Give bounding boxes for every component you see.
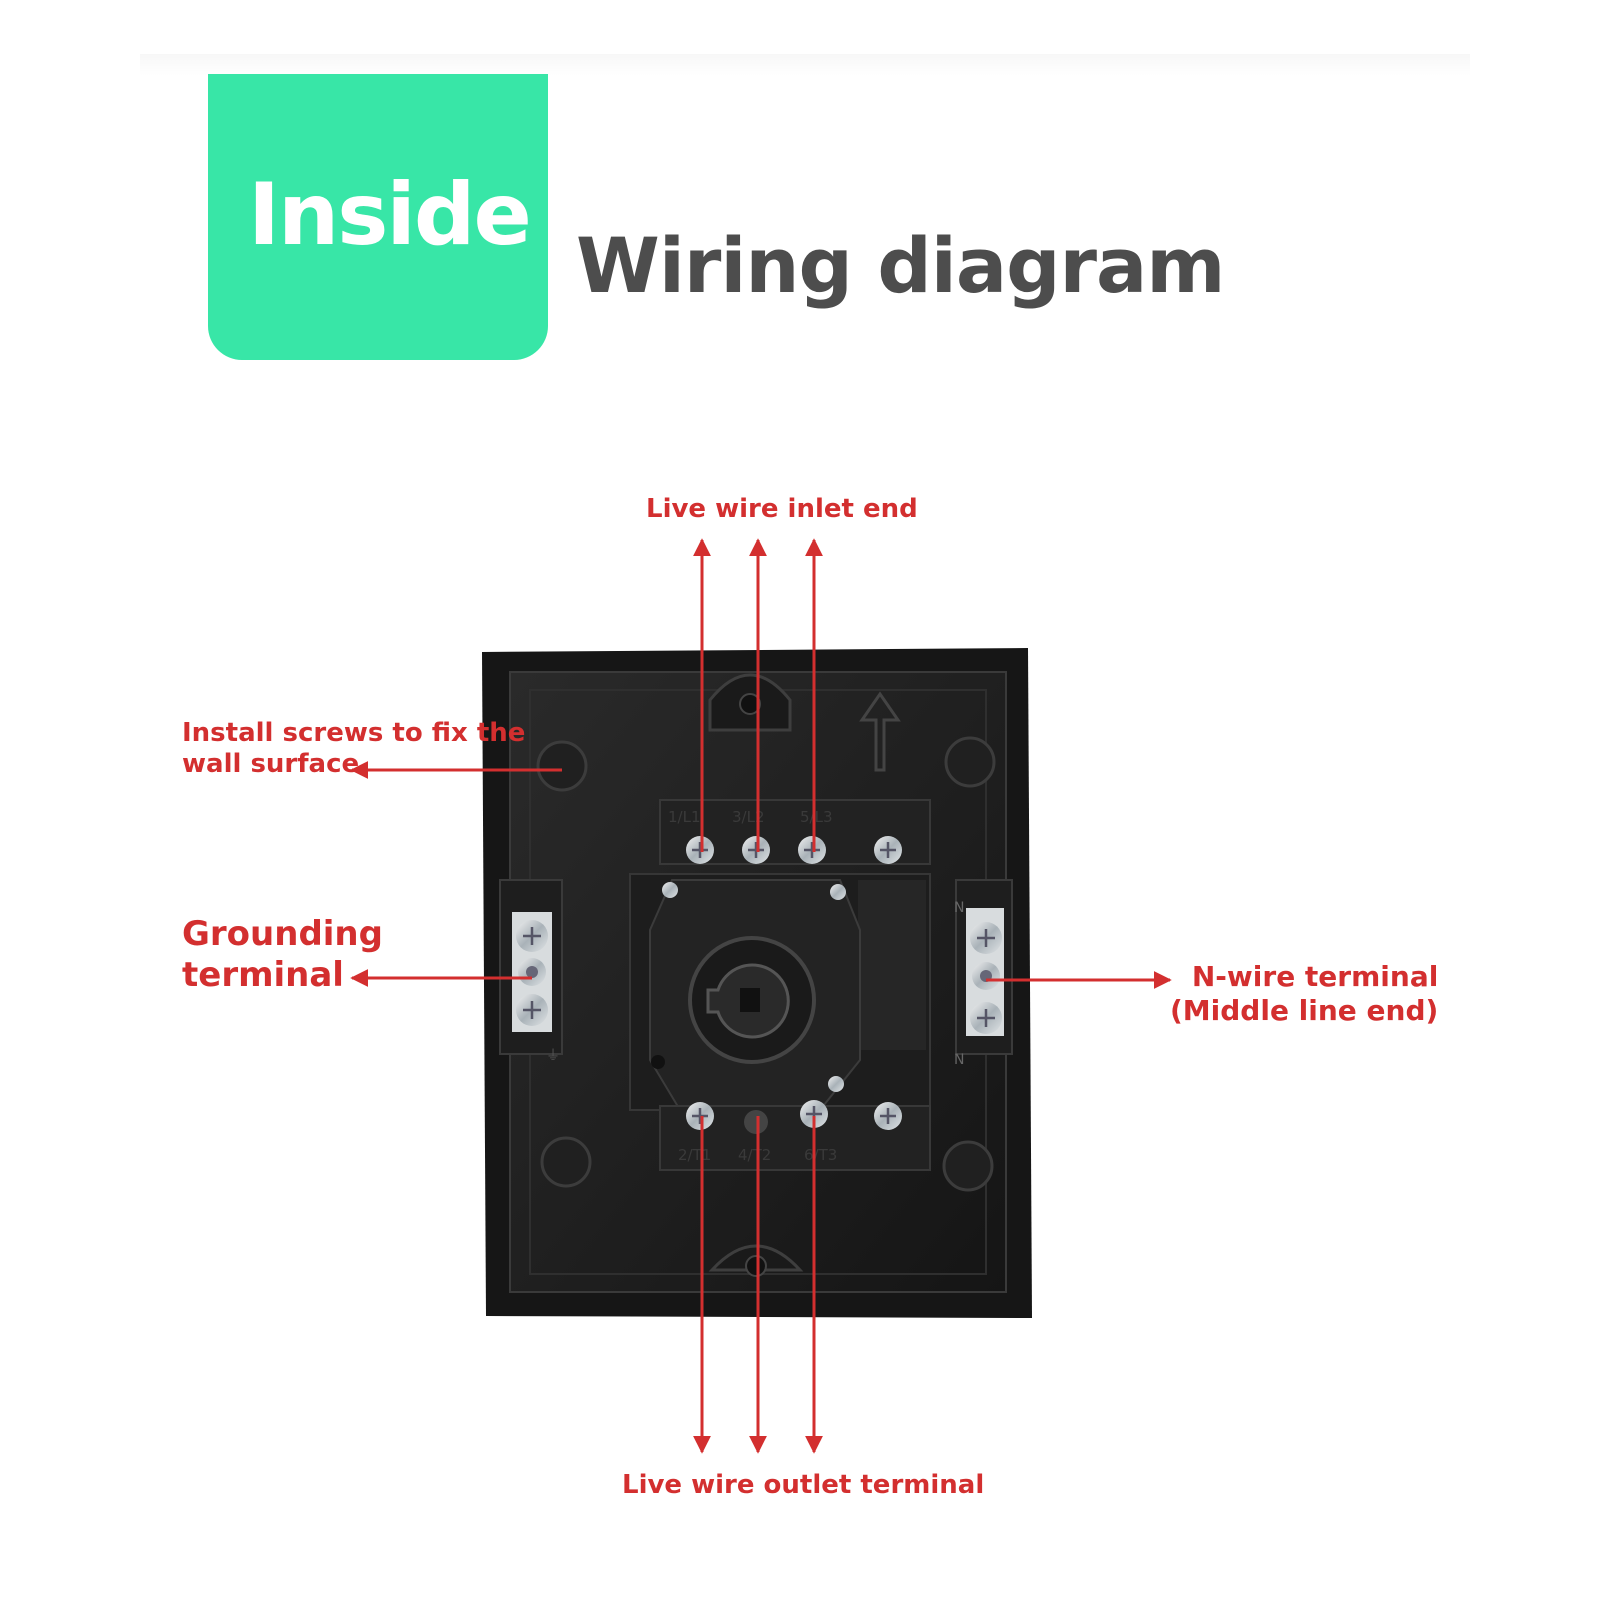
terminal-label-top-3: 5/L3 [800,808,833,826]
terminal-label-bottom-1: 2/T1 [678,1146,711,1164]
screw-bottom-3 [800,1100,828,1128]
neutral-screw-1 [970,922,1002,954]
ground-terminal-block: ⏚ [499,879,563,1064]
neutral-terminal-block: N N [954,879,1013,1068]
callout-live-wire-inlet: Live wire inlet end [646,494,918,524]
page-title: Wiring diagram [576,221,1225,310]
ground-screw-2 [518,958,546,986]
embossed-up-arrow-icon [859,691,901,772]
ground-symbol-icon: ⏚ [546,1048,560,1064]
screw-bottom-2 [744,1110,768,1134]
mount-hole-bottom-right [942,1140,994,1192]
screw-top-3 [798,836,826,864]
neutral-label-bottom: N [954,1052,964,1068]
callout-n-wire-terminal: N-wire terminal (Middle line end) [1170,960,1439,1027]
mount-hole-bottom-left [540,1136,592,1188]
mount-hole-top-left [536,740,588,792]
neutral-label-top: N [954,900,964,916]
ground-screw-3 [516,994,548,1026]
neutral-screw-2 [972,962,1000,990]
callout-grounding-terminal: Grounding terminal [182,914,383,995]
badge-label: Inside [248,165,532,265]
inside-badge: Inside [208,74,548,360]
switch-block: 1/L1 3/L2 5/L3 2/T1 4/T2 6/T3 [629,799,931,1171]
terminal-label-top-2: 3/L2 [732,808,765,826]
top-rule [140,54,1470,76]
callout-arrows [350,538,1172,1454]
terminal-label-top-1: 1/L1 [668,808,701,826]
screw-top-4 [874,836,902,864]
neutral-screw-3 [970,1002,1002,1034]
screw-bottom-4 [874,1102,902,1130]
terminal-label-bottom-2: 4/T2 [738,1146,771,1164]
callout-install-screws: Install screws to fix the wall surface [182,718,526,780]
ground-screw-1 [516,920,548,952]
screw-top-2 [742,836,770,864]
screw-bottom-1 [686,1102,714,1130]
callout-live-wire-outlet: Live wire outlet terminal [622,1470,985,1500]
mount-hole-top-right [944,736,996,788]
screw-top-1 [686,836,714,864]
terminal-label-bottom-3: 6/T3 [804,1146,837,1164]
